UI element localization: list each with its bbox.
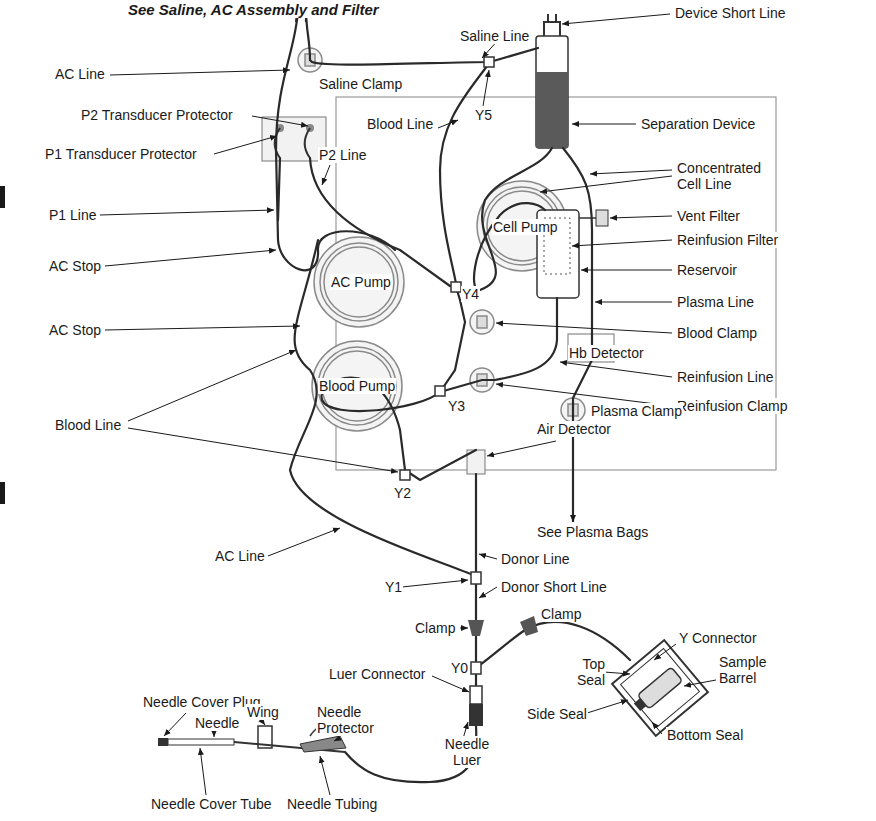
part-label: P1 Line: [48, 207, 97, 223]
separation-device-body: [536, 72, 568, 148]
luer-connector: [470, 686, 482, 704]
part-label: Reservoir: [676, 262, 738, 278]
part-label: Wing: [246, 704, 280, 720]
y-connectors: [400, 57, 494, 674]
part-label: Cell Pump: [492, 219, 559, 235]
needle-protector: [300, 736, 346, 752]
sample-clamp: [520, 616, 538, 636]
part-label: Saline Line: [459, 28, 530, 44]
part-label: Luer Connector: [328, 666, 427, 682]
part-label: Air Detector: [536, 421, 612, 437]
part-label: Y1: [384, 579, 403, 595]
part-label: AC Line: [214, 548, 266, 564]
part-label: Reinfusion Line: [676, 369, 775, 385]
part-label: Clamp: [414, 620, 456, 636]
part-label: Device Short Line: [674, 5, 787, 21]
part-label: Needle Luer: [438, 736, 496, 768]
part-label: P1 Transducer Protector: [44, 146, 198, 162]
part-label: Y4: [461, 286, 480, 302]
part-label: Plasma Line: [676, 294, 755, 310]
part-label: Sample Barrel: [718, 654, 782, 686]
part-label: AC Pump: [330, 274, 392, 290]
part-label: P2 Line: [318, 147, 367, 163]
part-label: AC Stop: [48, 258, 102, 274]
part-label: Concentrated Cell Line: [676, 160, 774, 192]
margin-bar: [0, 186, 5, 208]
part-label: P2 Transducer Protector: [80, 107, 234, 123]
margin-bar: [0, 482, 5, 504]
part-label: Y0: [450, 660, 469, 676]
leader-lines: [100, 14, 716, 795]
part-label: Clamp: [540, 606, 582, 622]
part-label: Saline Clamp: [318, 76, 403, 92]
part-label: Plasma Clamp: [590, 403, 683, 419]
part-label: Needle Cover Plug: [142, 694, 262, 710]
needle-luer: [469, 704, 483, 726]
part-label: Side Seal: [526, 706, 588, 722]
separation-device: [536, 36, 568, 148]
part-label: Needle: [194, 715, 240, 731]
part-label: Separation Device: [640, 116, 756, 132]
part-label: Hb Detector: [568, 345, 645, 361]
part-label: Needle Tubing: [286, 796, 378, 812]
needle-cover-tube: [168, 739, 234, 745]
part-label: See Plasma Bags: [536, 524, 649, 540]
tubing: [276, 10, 630, 782]
part-label: Donor Line: [500, 551, 571, 567]
donor-clamp: [468, 620, 484, 636]
part-label: Reinfusion Clamp: [676, 398, 789, 414]
part-label: Bottom Seal: [666, 727, 744, 743]
plasma-line-end: [572, 510, 574, 522]
transducer-line: [275, 128, 310, 158]
part-label: AC Stop: [48, 322, 102, 338]
part-label: Blood Clamp: [676, 325, 758, 341]
part-label: Y2: [393, 485, 412, 501]
part-label: Blood Line: [54, 417, 122, 433]
page-heading: See Saline, AC Assembly and Filter: [128, 1, 379, 18]
vent-filter: [596, 210, 608, 226]
part-label: Reinfusion Filter: [676, 232, 779, 248]
part-label: Top Seal: [568, 656, 606, 688]
part-label: Blood Line: [366, 116, 434, 132]
part-label: Vent Filter: [676, 208, 741, 224]
part-label: Y5: [474, 107, 493, 123]
part-label: Y3: [447, 398, 466, 414]
clamp-group: [298, 48, 585, 422]
part-label: Donor Short Line: [500, 579, 608, 595]
sample-barrel-holder: [612, 640, 708, 736]
needle-cover-plug: [158, 738, 168, 746]
vent-line: [579, 217, 596, 219]
part-label: Needle Cover Tube: [150, 796, 273, 812]
part-label: Y Connector: [678, 630, 758, 646]
device-short-line: [544, 14, 560, 36]
part-label: AC Line: [54, 66, 106, 82]
part-label: Blood Pump: [318, 378, 396, 394]
pump-group: [312, 181, 567, 431]
part-label: Needle Protector: [316, 704, 390, 736]
